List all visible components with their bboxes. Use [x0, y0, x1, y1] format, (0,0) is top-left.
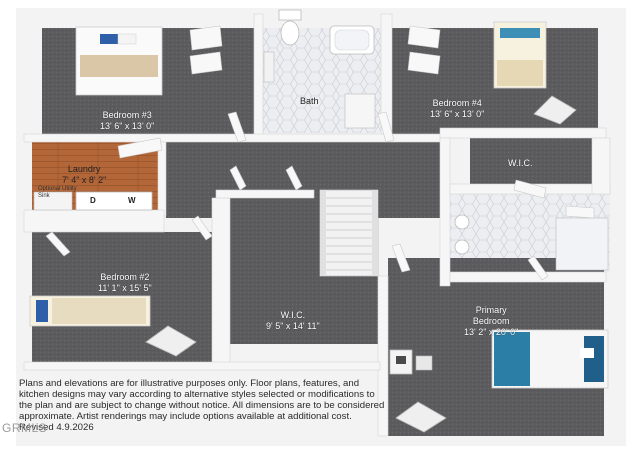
- door: [285, 165, 303, 191]
- room-label-bedroom-4: Bedroom #4 13' 6" x 13' 0": [430, 98, 484, 120]
- room-label-wic: W.I.C. 9' 5" x 14' 11": [266, 310, 320, 332]
- washer-label: W: [128, 196, 136, 205]
- room-dimensions: 13' 2" x 20' 0": [464, 327, 519, 337]
- bed-icon: [491, 329, 609, 389]
- wall: [211, 197, 231, 369]
- wall: [215, 189, 315, 199]
- wall: [23, 361, 381, 371]
- armchair-icon: [145, 325, 197, 357]
- bed-icon: [29, 295, 151, 327]
- door: [227, 111, 247, 143]
- utility-sink-icon: [33, 191, 73, 211]
- armchair-icon: [533, 95, 577, 125]
- toilet-icon: [278, 9, 302, 46]
- door: [407, 51, 441, 75]
- room-label-bedroom-2: Bedroom #2 11' 1" x 15' 5": [98, 272, 152, 294]
- wall: [253, 13, 264, 137]
- room-dimensions: 9' 5" x 14' 11": [266, 321, 320, 331]
- wall: [23, 209, 165, 233]
- wall: [439, 127, 607, 139]
- door: [513, 179, 547, 199]
- room-name: Bedroom #4: [432, 98, 482, 108]
- disclaimer-text: Plans and elevations are for illustrativ…: [19, 378, 385, 433]
- room-label-bedroom-3: Bedroom #3 13' 6" x 13' 0": [100, 110, 154, 132]
- wall: [591, 137, 611, 195]
- door: [229, 165, 247, 191]
- room-dimensions: 11' 1" x 15' 5": [98, 283, 152, 293]
- door: [391, 243, 411, 273]
- room-name: Bath: [300, 96, 319, 106]
- door: [45, 231, 71, 257]
- shower-icon: [344, 93, 376, 129]
- wall: [23, 133, 445, 143]
- door: [527, 255, 549, 281]
- door: [407, 25, 441, 49]
- door: [189, 51, 223, 75]
- optional-sink-note: Optional Utility Sink: [38, 186, 77, 199]
- wic-upper-floor: [470, 138, 592, 184]
- room-label-wic-upper: W.I.C.: [508, 158, 533, 169]
- room-name: Primary Bedroom: [472, 305, 510, 326]
- watermark: GRMLS: [2, 421, 48, 435]
- wall: [449, 271, 607, 283]
- wall: [157, 141, 167, 217]
- bed-icon: [75, 26, 163, 96]
- shower-icon: [555, 217, 609, 271]
- room-dimensions: 7' 4" x 8' 2": [62, 175, 107, 185]
- armchair-icon: [395, 401, 447, 433]
- dryer-label: D: [90, 196, 96, 205]
- door: [377, 111, 395, 143]
- hall-floor: [166, 142, 440, 218]
- staircase: [319, 189, 379, 277]
- room-label-primary-bedroom: Primary Bedroom 13' 2" x 20' 0": [464, 294, 518, 349]
- room-dimensions: 13' 6" x 13' 0": [100, 121, 155, 131]
- room-name: Bedroom #3: [102, 110, 152, 120]
- room-name: Bedroom #2: [100, 272, 150, 282]
- desk-icon: [389, 349, 433, 375]
- room-label-laundry: Laundry 7' 4" x 8' 2": [62, 164, 106, 186]
- room-dimensions: 13' 6" x 13' 0": [430, 109, 485, 119]
- door: [565, 205, 595, 219]
- room-name: W.I.C.: [508, 158, 533, 168]
- room-name: W.I.C.: [280, 310, 306, 320]
- wall: [439, 137, 451, 287]
- washer-dryer-icon: [75, 191, 153, 211]
- door: [117, 137, 163, 159]
- room-name: Laundry: [67, 164, 101, 174]
- bathtub-icon: [329, 25, 375, 55]
- bed-icon: [493, 21, 547, 89]
- vanity-icon: [263, 51, 275, 83]
- sink-icon: [454, 214, 470, 255]
- wall: [377, 275, 389, 437]
- door: [189, 25, 223, 51]
- room-label-bath: Bath: [300, 96, 319, 107]
- door: [191, 215, 213, 241]
